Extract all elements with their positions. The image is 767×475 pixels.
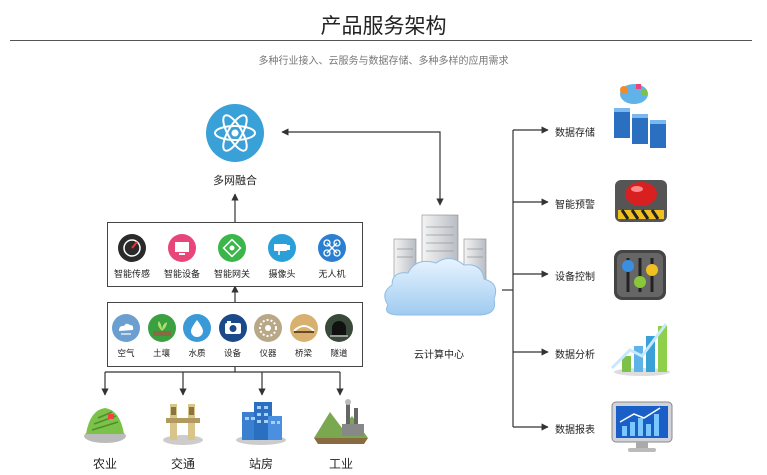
monitors-item-label: 仪器 — [259, 349, 277, 359]
camera-icon — [268, 234, 296, 262]
cloud-center — [378, 205, 502, 323]
tunnel-icon — [325, 314, 353, 342]
industry-label-industry: 工业 — [328, 457, 353, 471]
devices-item: 智能网关 — [209, 233, 255, 280]
traffic-icon — [160, 398, 206, 446]
industry-icon — [312, 398, 370, 446]
monitors-item-label: 隧道 — [330, 349, 348, 359]
monitors-item: 水质 — [174, 313, 220, 359]
monitors-item-label: 桥梁 — [294, 349, 312, 359]
devices-item-label: 摄像头 — [268, 270, 296, 280]
industry-label-agriculture: 农业 — [92, 457, 117, 471]
monitors-item: 土壤 — [139, 313, 185, 359]
monitors-item-label: 土壤 — [152, 349, 170, 359]
agriculture-icon — [82, 400, 128, 446]
cloud-server-icon — [384, 214, 497, 316]
devices-item: 摄像头 — [259, 233, 305, 280]
soil-icon — [147, 314, 176, 342]
control-icon — [612, 248, 668, 302]
app-label-control: 设备控制 — [555, 272, 595, 283]
app-label-alarm: 智能预警 — [555, 200, 595, 211]
fusion-cloud-connector — [281, 128, 444, 206]
equipment-icon — [218, 314, 247, 342]
devices-item-label: 无人机 — [318, 270, 346, 280]
industry-label-station: 站房 — [248, 457, 273, 471]
fusion-label: 多网融合 — [213, 174, 257, 187]
cloud-label: 云计算中心 — [414, 350, 464, 361]
alarm-icon — [612, 170, 670, 226]
bridge-icon — [289, 314, 318, 342]
drone-icon — [318, 234, 346, 262]
monitors-item: 桥梁 — [281, 313, 327, 359]
monitors-item: 仪器 — [245, 313, 291, 359]
monitors-item: 空气 — [103, 313, 149, 359]
title-divider — [10, 40, 752, 41]
station-icon — [234, 398, 288, 446]
monitors-item: 隧道 — [316, 313, 362, 359]
analysis-icon — [608, 318, 672, 378]
monitors-item: 设备 — [210, 313, 256, 359]
app-label-analysis: 数据分析 — [555, 350, 595, 361]
monitors-item-label: 空气 — [117, 349, 135, 359]
air-icon — [112, 314, 140, 342]
water-icon — [183, 314, 211, 342]
instrument-icon — [254, 314, 282, 342]
report-icon — [610, 400, 674, 454]
gateway-icon — [218, 234, 246, 262]
devices-item-label: 智能网关 — [213, 270, 250, 280]
atom-icon — [206, 104, 264, 162]
devices-item-label: 智能传感 — [113, 270, 150, 280]
device-icon — [168, 234, 196, 262]
monitors-item-label: 设备 — [223, 349, 241, 359]
devices-item: 智能设备 — [159, 233, 205, 280]
sensor-icon — [118, 234, 146, 262]
app-label-storage: 数据存储 — [555, 128, 595, 139]
devices-item: 智能传感 — [109, 233, 155, 280]
devices-item: 无人机 — [309, 233, 355, 280]
data-storage-icon — [610, 78, 670, 152]
page-subtitle: 多种行业接入、云服务与数据存储、多种多样的应用需求 — [258, 56, 509, 67]
page-title: 产品服务架构 — [320, 14, 447, 38]
devices-item-label: 智能设备 — [163, 270, 200, 280]
fusion-node — [205, 103, 265, 163]
app-label-report: 数据报表 — [555, 425, 595, 436]
industry-label-traffic: 交通 — [170, 457, 195, 471]
monitors-item-label: 水质 — [188, 349, 206, 359]
